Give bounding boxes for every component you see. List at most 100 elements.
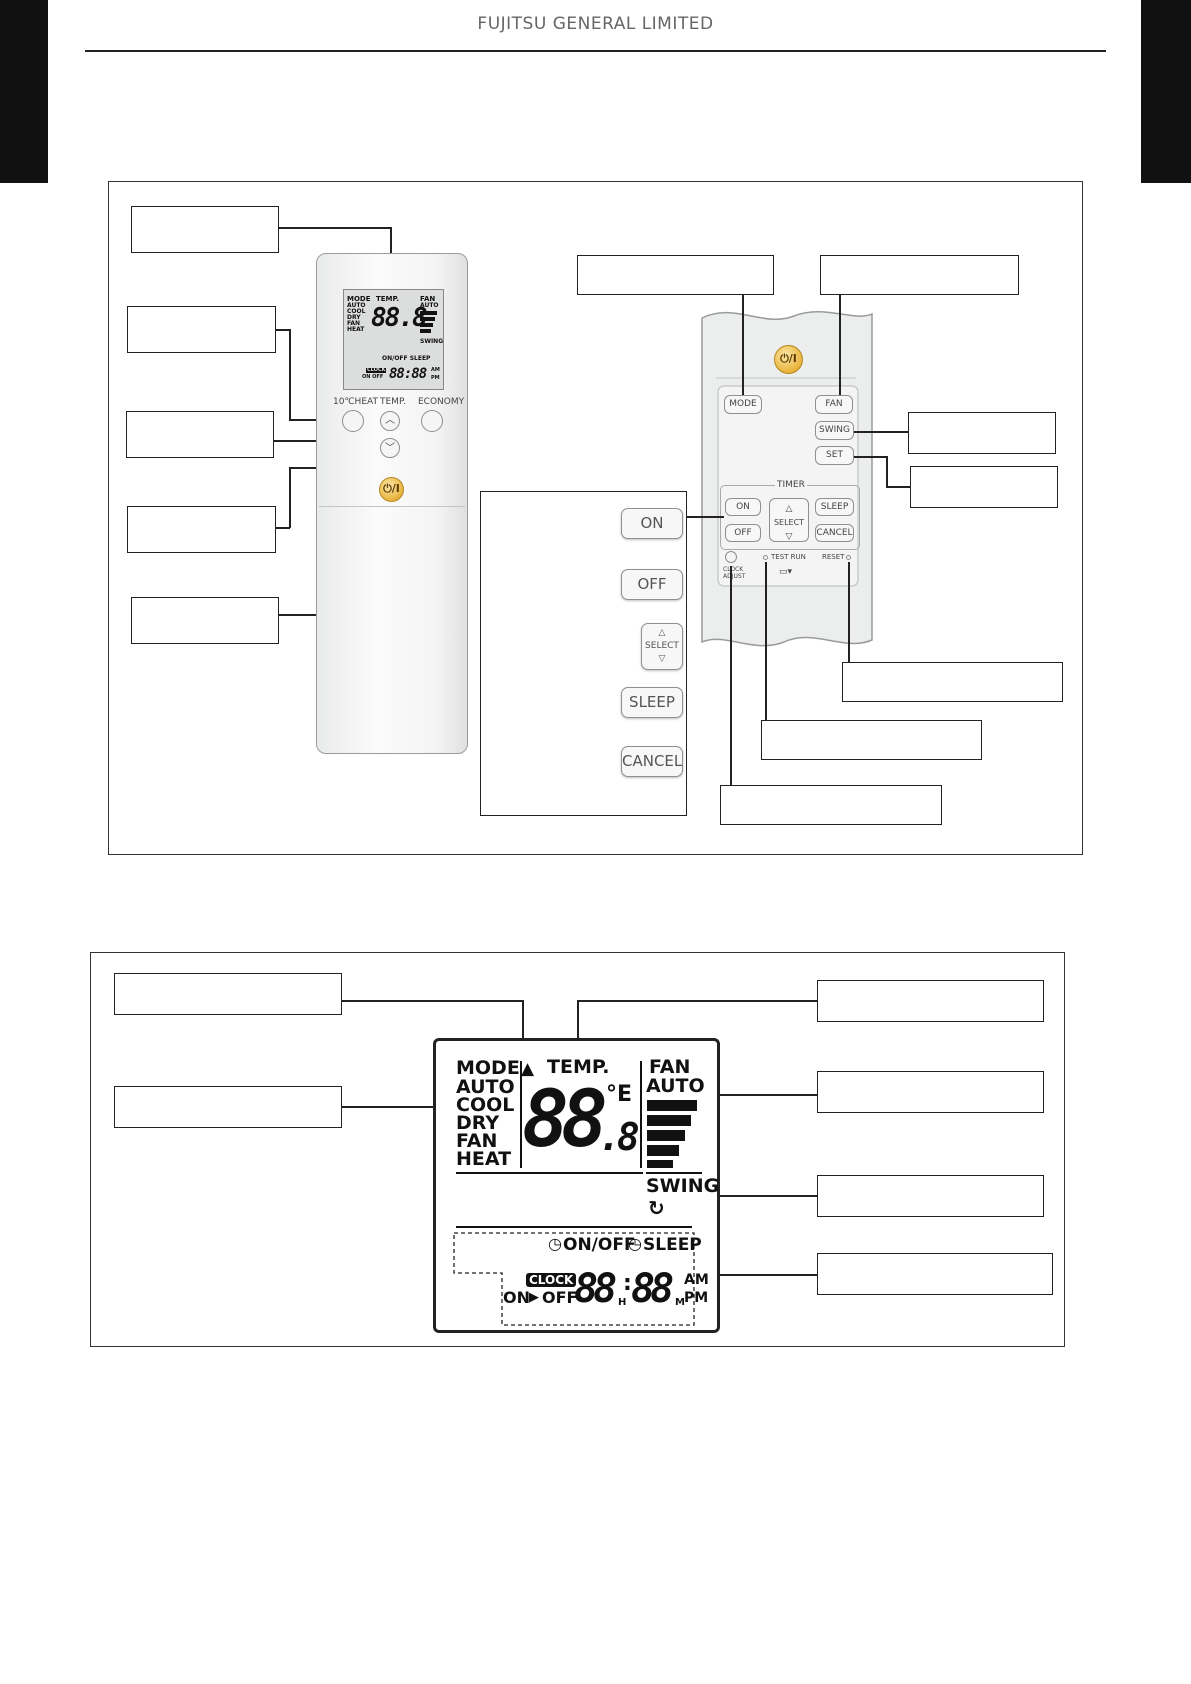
detail-timer-off-button[interactable]: OFF bbox=[725, 524, 761, 542]
callout-reset bbox=[842, 662, 1063, 702]
left-edge-tab bbox=[0, 0, 48, 183]
leader-line bbox=[342, 1000, 523, 1002]
temp-down-button[interactable]: ﹀ bbox=[380, 438, 400, 458]
lcd-am: AM bbox=[431, 367, 440, 373]
detail-select-button[interactable]: △ SELECT ▽ bbox=[769, 498, 809, 542]
temp-label: TEMP. bbox=[380, 397, 406, 407]
swing-arrow-icon: ↻ bbox=[648, 1196, 665, 1220]
big-lcd-pm: PM bbox=[684, 1290, 709, 1306]
detail-sleep-button[interactable]: SLEEP bbox=[815, 498, 854, 516]
big-lcd-fan-bar bbox=[647, 1115, 691, 1126]
callout-mode bbox=[577, 255, 774, 295]
select-down-icon: ▽ bbox=[658, 654, 666, 664]
detail-clock-adjust-button[interactable] bbox=[725, 551, 737, 563]
mode-divider bbox=[520, 1061, 522, 1168]
select-down-icon: ▽ bbox=[785, 532, 793, 542]
big-lcd-m: M bbox=[675, 1297, 685, 1308]
remote-cover-seam bbox=[319, 506, 465, 507]
detail-set-label: SET bbox=[826, 450, 843, 460]
big-lcd-temp-decimal: .8 bbox=[598, 1115, 640, 1159]
big-lcd-time-hours: 88 bbox=[574, 1266, 617, 1312]
indicator-triangle-icon: ▲ bbox=[521, 1059, 535, 1079]
callout-fan-speed bbox=[817, 1071, 1044, 1113]
detail-test-run-label: TEST RUN bbox=[771, 553, 806, 561]
big-lcd-fan-bar bbox=[647, 1100, 697, 1111]
leader-line bbox=[711, 1094, 817, 1096]
economy-button[interactable] bbox=[421, 410, 443, 432]
page-header-title: FUJITSU GENERAL LIMITED bbox=[477, 14, 714, 34]
timer-select-button[interactable]: △ SELECT ▽ bbox=[641, 623, 683, 670]
callout-clock-adjust bbox=[720, 785, 942, 825]
lcd-display-diagram: MODE AUTO COOL DRY FAN HEAT ▲ TEMP. 88 .… bbox=[433, 1038, 720, 1333]
lcd-fan-label: FAN bbox=[420, 295, 436, 303]
detail-test-run-button[interactable] bbox=[763, 555, 768, 560]
callout-lcd-display bbox=[131, 206, 279, 253]
detail-reset-button[interactable] bbox=[846, 555, 851, 560]
detail-set-button[interactable]: SET bbox=[815, 446, 854, 465]
timer-on-button[interactable]: ON bbox=[621, 508, 683, 539]
leader-line bbox=[522, 1000, 524, 1050]
detail-swing-label: SWING bbox=[819, 425, 850, 435]
callout-test-run bbox=[761, 720, 982, 760]
lcd-temp-digits: 88.8 bbox=[371, 303, 428, 333]
big-lcd-mode-fan: FAN bbox=[456, 1130, 498, 1152]
detail-select-label: SELECT bbox=[773, 518, 805, 527]
detail-fan-button[interactable]: FAN bbox=[815, 395, 853, 414]
leader-line bbox=[730, 566, 732, 785]
leader-line bbox=[839, 295, 841, 395]
leader-line bbox=[854, 456, 887, 458]
leader-line bbox=[289, 467, 291, 528]
remote-control-full: MODE AUTO COOL DRY FAN HEAT TEMP. 88.8 F… bbox=[316, 253, 468, 754]
leader-line bbox=[279, 227, 391, 229]
temp-up-button[interactable]: ︿ bbox=[380, 411, 400, 431]
leader-line bbox=[686, 516, 724, 518]
lcd-fan-bar bbox=[420, 317, 435, 321]
timer-off-button[interactable]: OFF bbox=[621, 569, 683, 600]
callout-timer-display bbox=[817, 1253, 1053, 1295]
big-lcd-off: OFF bbox=[542, 1288, 578, 1307]
leader-line bbox=[276, 329, 290, 331]
right-edge-tab bbox=[1141, 0, 1191, 183]
detail-cancel-button[interactable]: CANCEL bbox=[815, 524, 854, 542]
leader-line bbox=[848, 562, 850, 662]
callout-temp-buttons bbox=[126, 411, 274, 458]
detail-clock-adjust-label: CLOCK ADJUST bbox=[723, 566, 746, 580]
callout-swing bbox=[908, 412, 1056, 454]
big-lcd-mode-auto: AUTO bbox=[456, 1076, 515, 1098]
on-off-arrow-icon: ▶ bbox=[529, 1290, 539, 1305]
leader-line bbox=[765, 562, 767, 720]
callout-temperature bbox=[817, 980, 1044, 1022]
big-lcd-am: AM bbox=[684, 1272, 709, 1288]
detail-timer-header: TIMER bbox=[775, 480, 807, 490]
big-lcd-timer-on-off: ON/OFF bbox=[563, 1235, 636, 1255]
callout-indicator bbox=[114, 973, 342, 1015]
timer-sleep-button[interactable]: SLEEP bbox=[621, 687, 683, 718]
leader-line bbox=[342, 1106, 454, 1108]
detail-timer-on-button[interactable]: ON bbox=[725, 498, 761, 516]
callout-fan bbox=[820, 255, 1019, 295]
callout-economy bbox=[127, 506, 276, 553]
timer-cancel-button[interactable]: CANCEL bbox=[621, 746, 683, 777]
header-rule bbox=[85, 50, 1106, 52]
big-lcd-fan-bar bbox=[647, 1130, 685, 1141]
leader-line bbox=[709, 1274, 817, 1276]
power-button[interactable]: ⏻/I bbox=[379, 477, 404, 502]
detail-swing-button[interactable]: SWING bbox=[815, 421, 854, 440]
big-lcd-clock-badge: CLOCK bbox=[526, 1273, 577, 1287]
big-lcd-time-minutes: 88 bbox=[631, 1266, 674, 1312]
ten-heat-button[interactable] bbox=[342, 410, 364, 432]
lcd-mode-auto: AUTO bbox=[347, 302, 366, 309]
detail-mode-button[interactable]: MODE bbox=[724, 395, 762, 414]
big-lcd-temp-digits: 88 bbox=[522, 1075, 608, 1165]
big-lcd-mode-dry: DRY bbox=[456, 1112, 500, 1134]
lcd-clock-badge: CLOCK bbox=[366, 367, 387, 373]
timer-select-label: SELECT bbox=[645, 641, 679, 651]
big-lcd-fan-underline bbox=[646, 1172, 702, 1174]
big-lcd-fan-bar bbox=[647, 1160, 673, 1168]
big-lcd-mode-cool: COOL bbox=[456, 1094, 515, 1116]
big-lcd-timer-divider bbox=[456, 1226, 692, 1228]
big-lcd-mode-header: MODE bbox=[456, 1057, 520, 1079]
time-colon: : bbox=[623, 1271, 632, 1296]
callout-swing-display bbox=[817, 1175, 1044, 1217]
detail-power-button[interactable]: ⏻/I bbox=[774, 345, 803, 374]
